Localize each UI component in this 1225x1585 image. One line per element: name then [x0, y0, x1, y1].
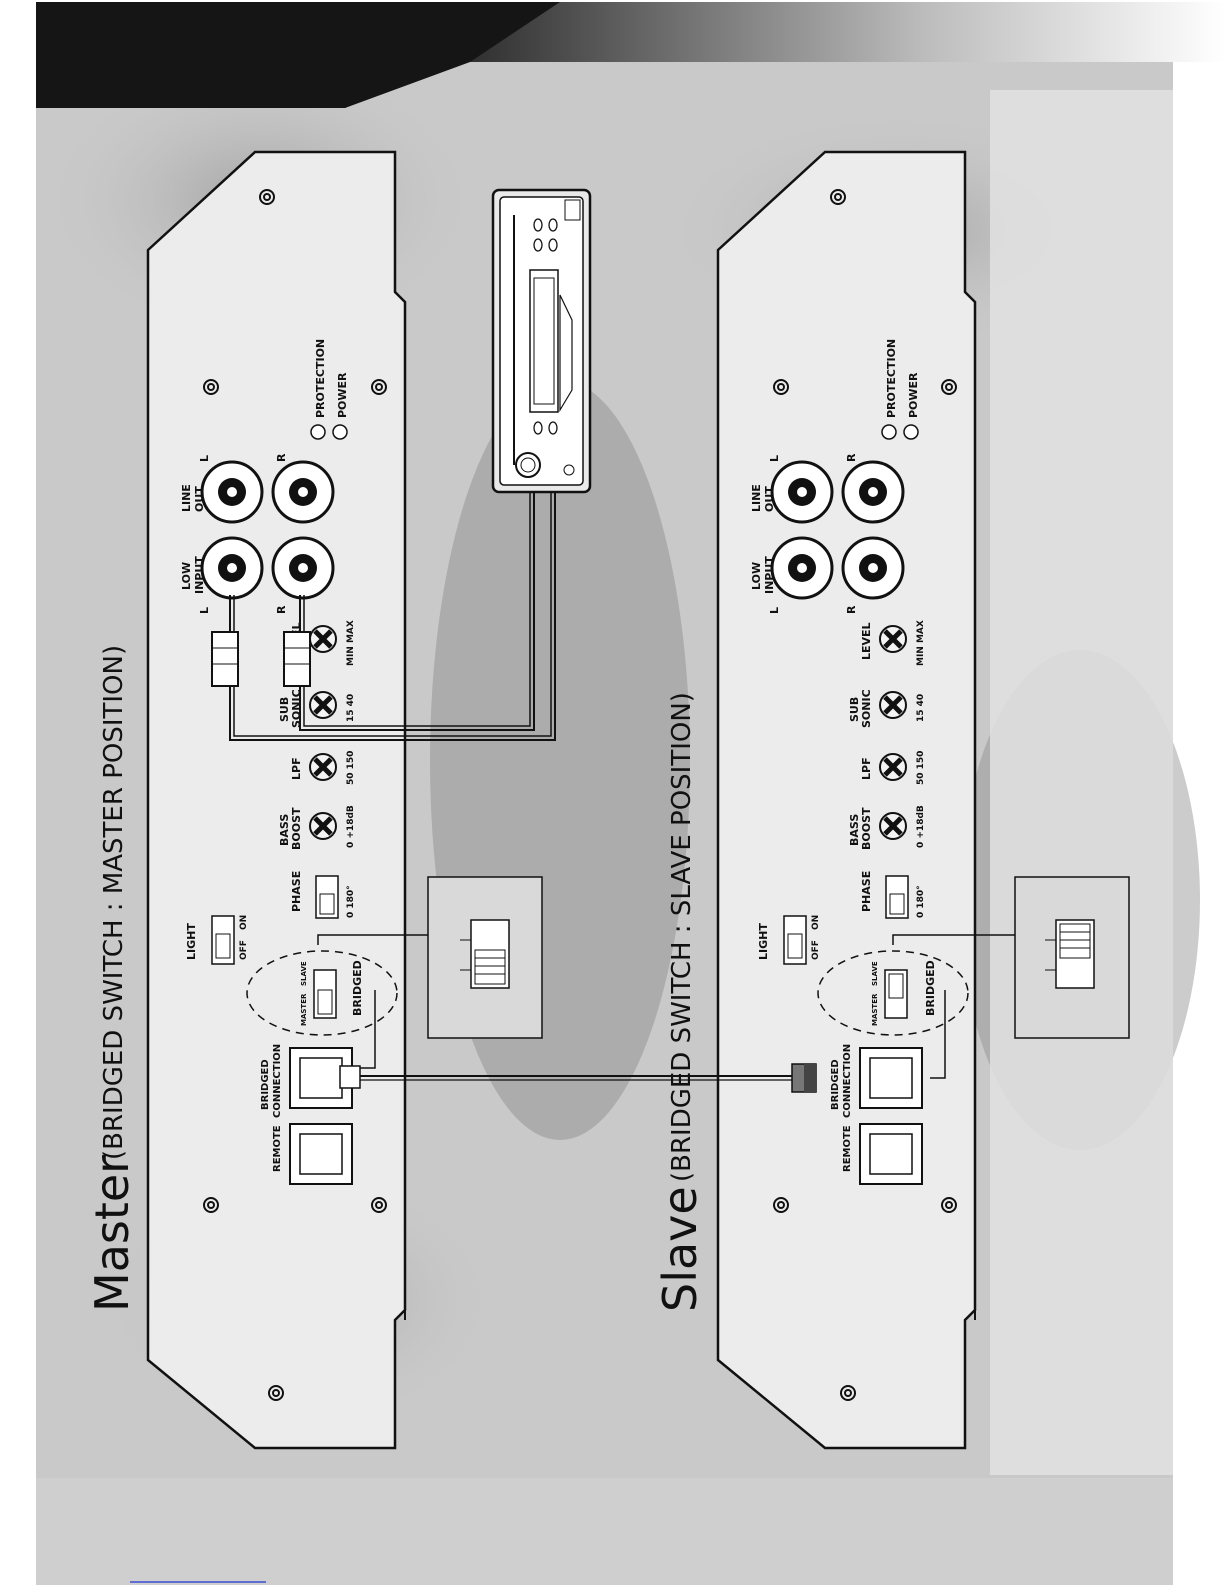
slave-low-label: LOW: [750, 562, 763, 590]
slave-slave-pos-label: SLAVE: [871, 961, 879, 986]
master-phase-scale: 0 180°: [346, 885, 356, 918]
slave-boost-label: BOOST: [860, 807, 873, 850]
slave-bridged-label: BRIDGED: [924, 960, 937, 1016]
master-light-label: LIGHT: [185, 923, 198, 960]
slave-input-label: INPUT: [763, 556, 776, 594]
slave-level-scale: MIN MAX: [916, 620, 926, 666]
master-slave-pos-label: SLAVE: [300, 961, 308, 986]
head-unit-stereo: [491, 188, 592, 494]
master-title: Master: [85, 1155, 139, 1312]
master-boost-label: BOOST: [290, 807, 303, 850]
slave-power-label: POWER: [907, 372, 920, 418]
master-line-label: LINE: [180, 484, 193, 512]
slave-lpf-label: LPF: [860, 757, 873, 780]
master-level-scale: MIN MAX: [346, 620, 356, 666]
master-power-label: POWER: [336, 372, 349, 418]
slave-bridged-connection-label-1: BRIDGED: [830, 1059, 841, 1110]
slave-amp-panel: LINE OUT LOW INPUT L R L R PROTECTION PO…: [716, 150, 1130, 1450]
master-l-out-label: L: [198, 455, 211, 462]
rca-cables: [211, 490, 556, 741]
master-sub-scale: 15 40: [346, 694, 356, 722]
slave-off-label: OFF: [811, 940, 821, 960]
slave-on-label: ON: [811, 915, 821, 930]
slave-phase-label: PHASE: [860, 871, 873, 912]
master-r-in-label: R: [275, 605, 288, 614]
master-out-label: OUT: [193, 486, 206, 512]
slave-l-out-label: L: [768, 455, 781, 462]
slave-bass-scale: 0 +18dB: [916, 805, 926, 848]
slave-line-label: LINE: [750, 484, 763, 512]
slave-sub-label: SUB: [848, 697, 861, 722]
slave-bass-label: BASS: [848, 814, 861, 846]
master-bass-label: BASS: [278, 814, 291, 846]
slave-sonic-label: SONIC: [860, 689, 873, 728]
master-low-label: LOW: [180, 562, 193, 590]
master-phase-label: PHASE: [290, 871, 303, 912]
slave-l-in-label: L: [768, 607, 781, 614]
master-bass-scale: 0 +18dB: [346, 805, 356, 848]
master-off-label: OFF: [239, 940, 249, 960]
master-sonic-label: SONIC: [290, 689, 303, 728]
master-lpf-scale: 50 150: [346, 751, 356, 785]
slave-title: Slave: [653, 1186, 707, 1312]
bridged-link-cable: [339, 1063, 817, 1093]
slave-level-label: LEVEL: [860, 622, 873, 660]
slave-bridged-connection-label-2: CONNECTION: [842, 1044, 853, 1118]
slave-phase-scale: 0 180°: [916, 885, 926, 918]
master-sub-label: SUB: [278, 697, 291, 722]
master-l-in-label: L: [198, 607, 211, 614]
master-bridged-connection-label-1: BRIDGED: [260, 1059, 271, 1110]
slave-light-label: LIGHT: [757, 923, 770, 960]
master-input-label: INPUT: [193, 556, 206, 594]
slave-lpf-scale: 50 150: [916, 751, 926, 785]
master-lpf-label: LPF: [290, 757, 303, 780]
master-bridged-label: BRIDGED: [351, 960, 364, 1016]
master-on-label: ON: [239, 915, 249, 930]
slave-r-out-label: R: [845, 453, 858, 462]
slave-sub-scale: 15 40: [916, 694, 926, 722]
slave-subtitle: (BRIDGED SWITCH : SLAVE POSITION): [667, 692, 697, 1182]
master-r-out-label: R: [275, 453, 288, 462]
master-master-pos-label: MASTER: [300, 993, 308, 1026]
master-remote-label: REMOTE: [272, 1125, 283, 1172]
slave-master-pos-label: MASTER: [871, 993, 879, 1026]
master-subtitle: (BRIDGED SWITCH : MASTER POSITION): [99, 645, 129, 1160]
master-bridged-connection-label-2: CONNECTION: [272, 1044, 283, 1118]
slave-protection-label: PROTECTION: [885, 339, 898, 418]
footer-band: [36, 1478, 1173, 1585]
slave-r-in-label: R: [845, 605, 858, 614]
slave-remote-label: REMOTE: [842, 1125, 853, 1172]
master-protection-label: PROTECTION: [314, 339, 327, 418]
master-amp-panel: LINE OUT LOW INPUT L R L R PROTECTION PO…: [146, 150, 543, 1450]
slave-out-label: OUT: [763, 486, 776, 512]
